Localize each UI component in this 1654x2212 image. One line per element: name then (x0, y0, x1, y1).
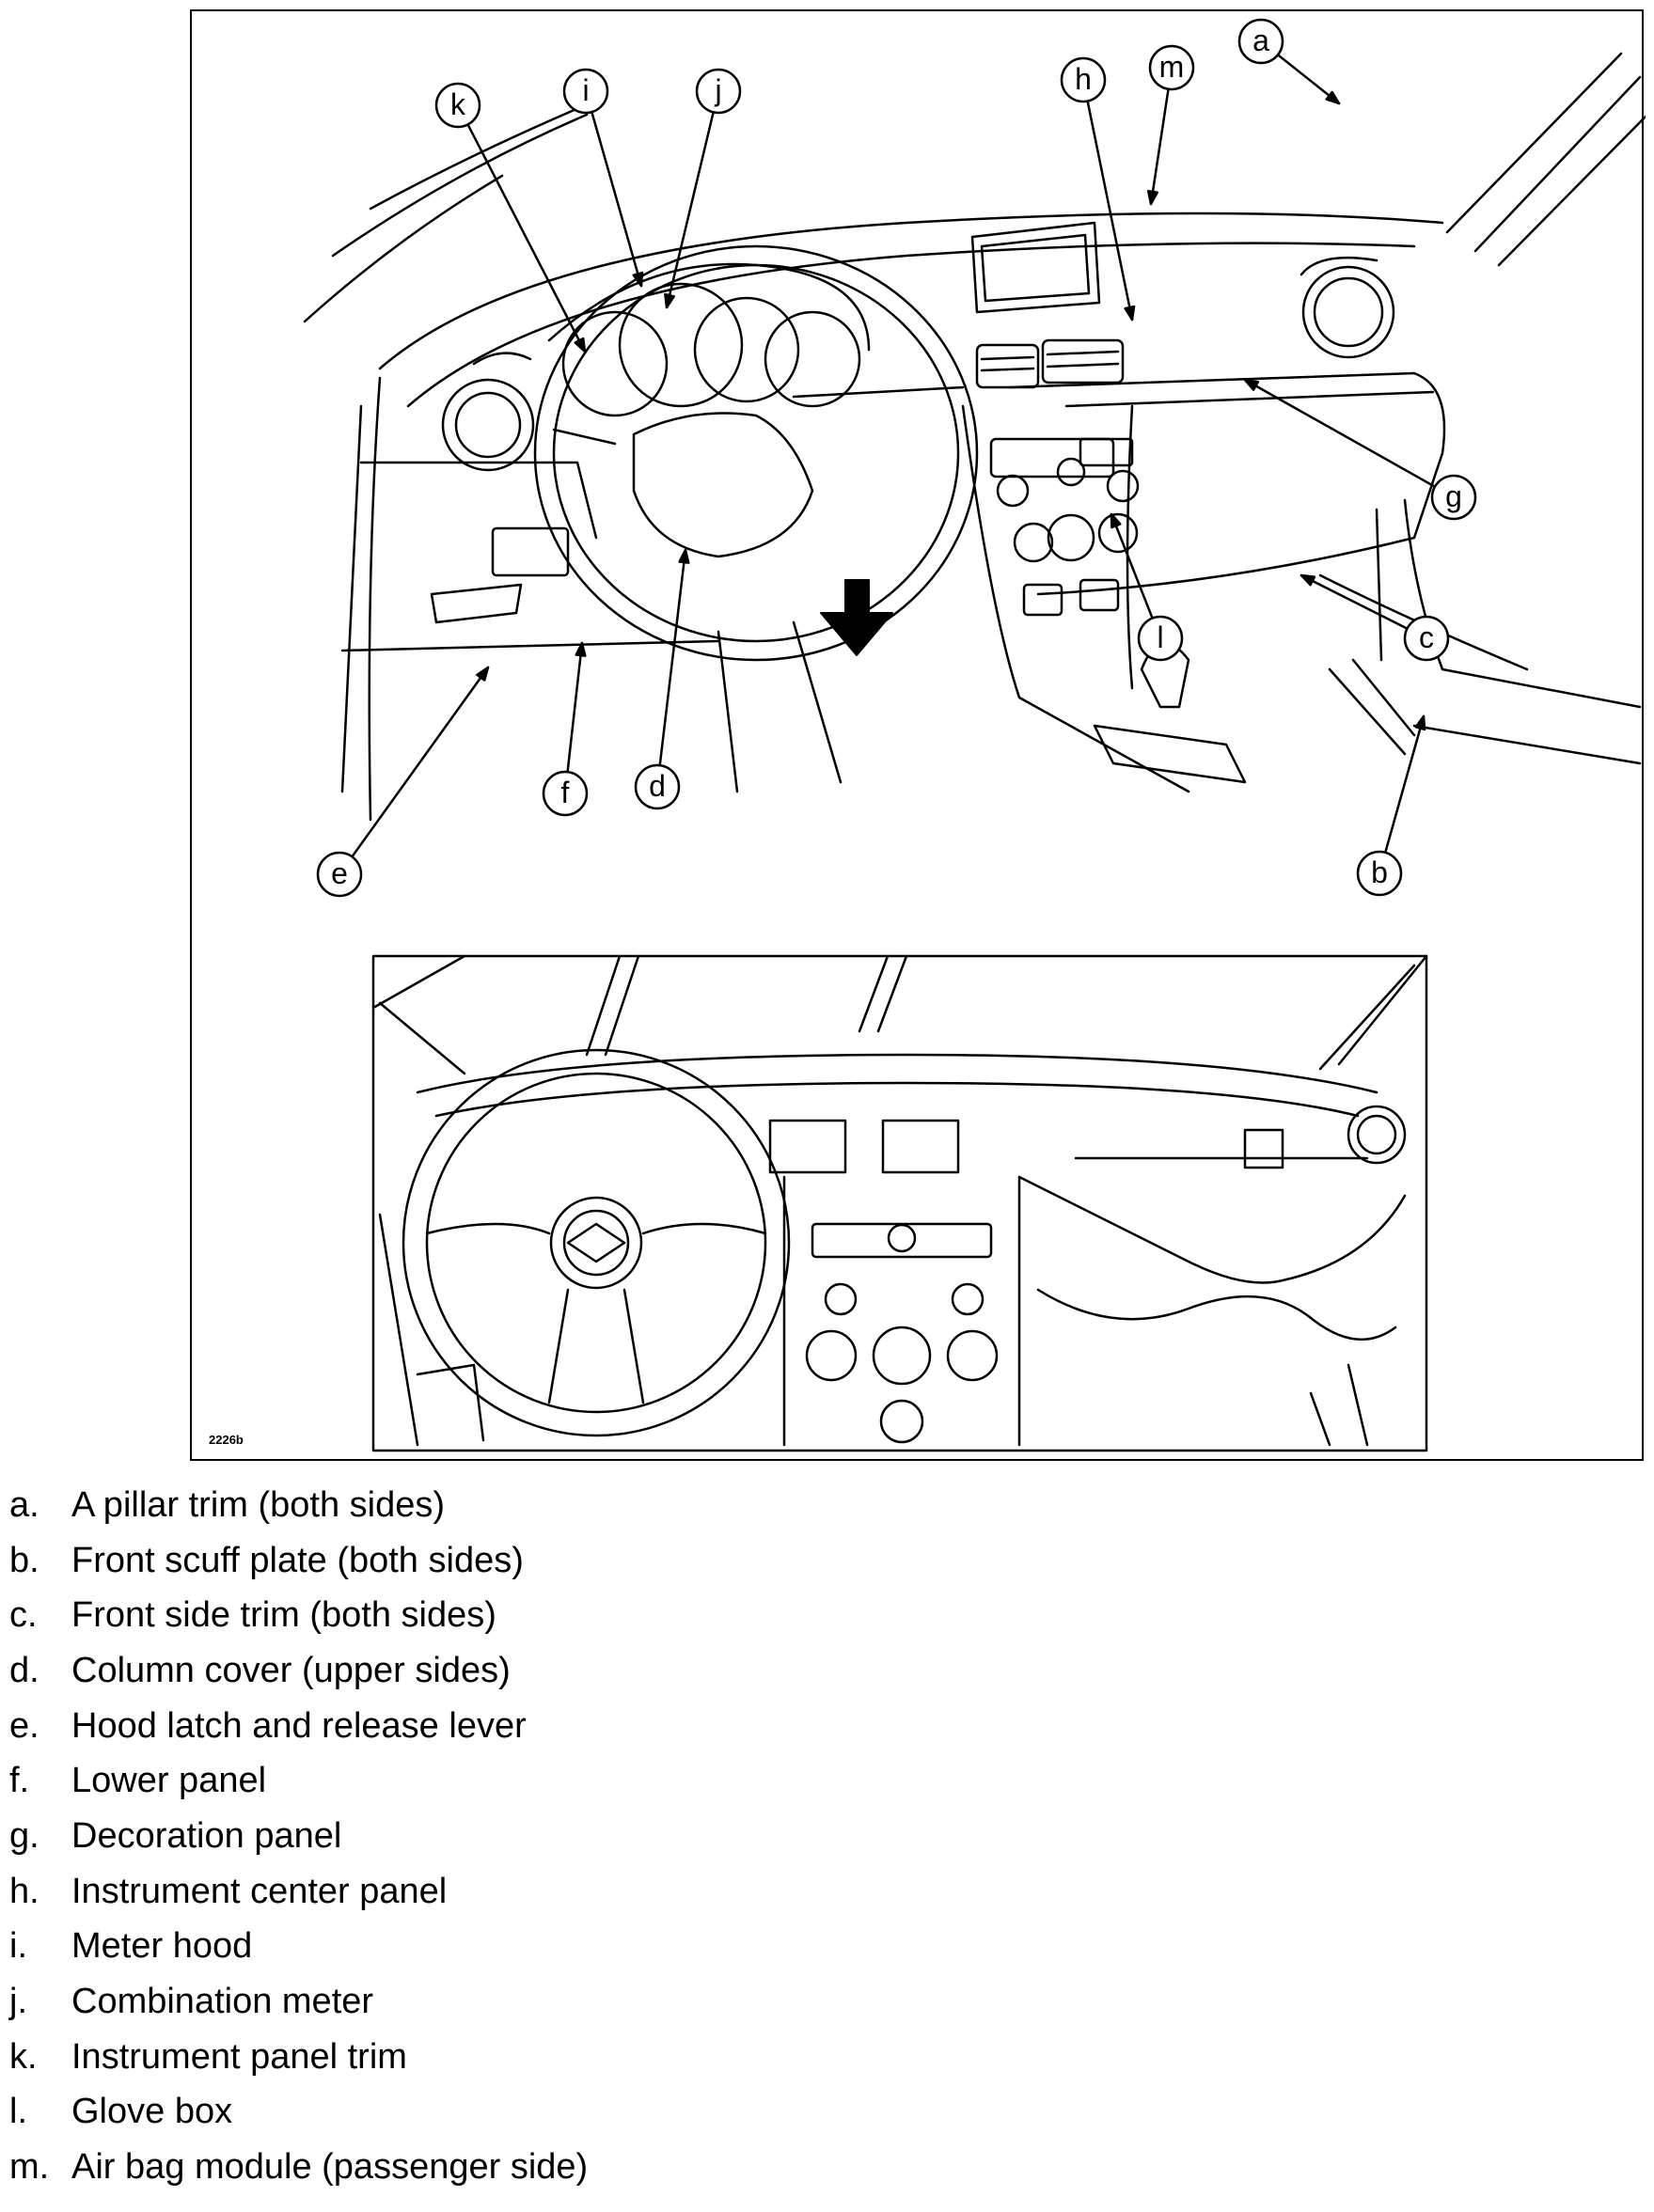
legend-letter: a. (9, 1484, 39, 1525)
legend-text: Decoration panel (71, 1815, 342, 1856)
legend-item: e. Hood latch and release lever (9, 1699, 1608, 1754)
callout-arrowhead-j (664, 292, 675, 309)
legend-item: d. Column cover (upper sides) (9, 1643, 1608, 1699)
assembled-dashboard-drawing (303, 52, 1646, 822)
callout-arrowhead-i (632, 271, 644, 288)
callout-label-e: e (331, 856, 348, 890)
legend-text: Meter hood (71, 1926, 253, 1967)
legend-letter: l. (9, 2092, 27, 2132)
legend-text: Front side trim (both sides) (71, 1595, 496, 1636)
callout-arrowhead-a (1325, 90, 1341, 105)
callout-leader-h (1086, 100, 1134, 322)
callout-arrowhead-h (1124, 305, 1136, 322)
legend-text: A pillar trim (both sides) (71, 1484, 446, 1525)
legend-letter: j. (9, 1982, 27, 2022)
callout-circle-j (695, 68, 742, 115)
callout-label-f: f (561, 776, 570, 809)
figure-frame: a b c d e f g h i j k l m 2226b (190, 9, 1646, 1461)
legend-letter: g. (9, 1815, 39, 1856)
legend-item: c. Front side trim (both sides) (9, 1588, 1608, 1643)
callout-leader-m (1149, 87, 1170, 206)
callout-arrowhead-e (476, 666, 490, 682)
legend-text: Column cover (upper sides) (71, 1650, 511, 1690)
legend-item: m. Air bag module (passenger side) (9, 2140, 1608, 2195)
legend-letter: e. (9, 1705, 39, 1746)
legend-item: k. Instrument panel trim (9, 2030, 1608, 2085)
legend-text: Instrument center panel (71, 1871, 448, 1911)
legend-letter: i. (9, 1926, 27, 1967)
legend-text: Lower panel (71, 1761, 267, 1801)
callout-arrowhead-m (1146, 190, 1158, 206)
callout-circle-m (1148, 44, 1195, 91)
legend-item: h. Instrument center panel (9, 1864, 1608, 1920)
callout-leader-b (1383, 714, 1426, 855)
callout-label-b: b (1371, 855, 1388, 889)
legend-text: Hood latch and release lever (71, 1705, 527, 1746)
disassembled-dashboard-drawing (371, 954, 1428, 1452)
callout-arrowhead-c (1300, 573, 1316, 587)
legend-item: l. Glove box (9, 2085, 1608, 2141)
callout-circle-e (316, 851, 363, 898)
callout-label-l: l (1157, 620, 1163, 654)
legend-item: i. Meter hood (9, 1920, 1608, 1975)
callout-arrowhead-l (1110, 512, 1122, 529)
callout-arrowhead-f (575, 641, 587, 657)
callout-label-m: m (1159, 50, 1185, 84)
callout-leader-f (566, 641, 584, 774)
legend-text: Front scuff plate (both sides) (71, 1540, 524, 1580)
legend-letter: f. (9, 1761, 30, 1801)
legend-text: Combination meter (71, 1982, 374, 2022)
callout-leader-e (351, 666, 490, 858)
legend-item: j. Combination meter (9, 1974, 1608, 2030)
callout-circle-h (1060, 56, 1107, 103)
callout-leader-k (466, 123, 587, 353)
callout-leader-j (665, 111, 715, 309)
legend-text: Instrument panel trim (71, 2036, 407, 2077)
callout-label-c: c (1419, 620, 1434, 654)
callout-label-a: a (1252, 24, 1269, 57)
callout-circle-d (634, 763, 681, 810)
down-arrow (820, 579, 893, 656)
callout-label-d: d (649, 769, 666, 803)
callout-circle-f (542, 770, 589, 817)
callout-arrowhead-d (678, 548, 690, 564)
callout-layer: a b c d e f g h i j k l m (316, 18, 1477, 898)
callout-circle-l (1137, 615, 1184, 662)
callout-label-j: j (714, 73, 721, 107)
callout-leader-i (591, 110, 643, 288)
callout-label-g: g (1445, 479, 1462, 513)
legend-letter: m. (9, 2147, 50, 2188)
callout-arrowhead-b (1414, 714, 1426, 731)
callout-leader-d (658, 548, 687, 767)
figure-code: 2226b (209, 1433, 244, 1447)
callout-circle-b (1356, 850, 1403, 897)
callout-leader-c (1300, 573, 1409, 630)
legend-item: b. Front scuff plate (both sides) (9, 1533, 1608, 1589)
legend-letter: h. (9, 1871, 39, 1911)
legend-letter: k. (9, 2036, 38, 2077)
callout-circle-a (1237, 18, 1284, 65)
dashboard-illustration: a b c d e f g h i j k l m (303, 18, 1646, 1452)
legend-list: a. A pillar trim (both sides) b. Front scuf… (9, 1478, 1608, 2195)
legend-item: g. Decoration panel (9, 1809, 1608, 1864)
callout-label-k: k (450, 87, 466, 121)
callout-circle-k (434, 82, 481, 129)
legend-letter: b. (9, 1540, 39, 1580)
callout-label-h: h (1075, 62, 1092, 96)
legend-text: Glove box (71, 2092, 233, 2132)
legend-item: f. Lower panel (9, 1753, 1608, 1809)
legend-letter: d. (9, 1650, 39, 1690)
callout-leader-l (1110, 512, 1154, 620)
legend-item: a. A pillar trim (both sides) (9, 1478, 1608, 1533)
callout-circle-g (1430, 474, 1477, 521)
callout-circle-i (562, 68, 609, 115)
legend-text: Air bag module (passenger side) (71, 2147, 589, 2188)
callout-circle-c (1403, 615, 1450, 662)
callout-leader-g (1243, 378, 1437, 488)
callout-label-i: i (582, 73, 589, 107)
callout-arrowhead-g (1243, 378, 1260, 391)
callout-arrowhead-k (574, 337, 587, 353)
legend-letter: c. (9, 1595, 38, 1636)
